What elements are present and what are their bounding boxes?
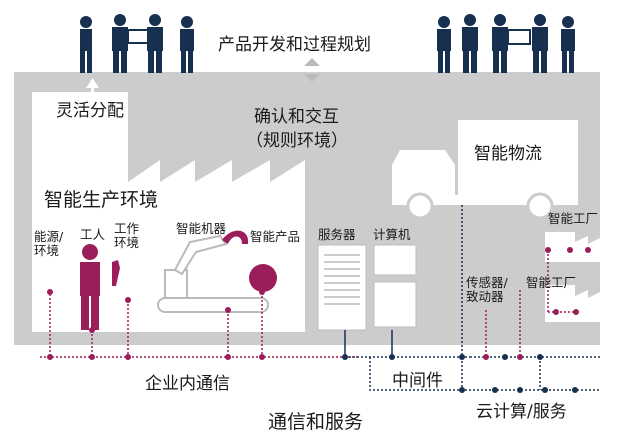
- label-comm-service: 通信和服务: [268, 411, 364, 433]
- worker-icon: [80, 244, 120, 330]
- label-rule-env: （规则环境）: [246, 131, 348, 151]
- server-rack-icon: [317, 244, 367, 331]
- label-sensor-actuator: 传感器/致动器: [466, 275, 508, 305]
- people-left-icon: [80, 14, 194, 73]
- server-rack-lines: [324, 254, 360, 305]
- factory-silhouette: [32, 92, 305, 332]
- label-computer: 计算机: [373, 227, 411, 242]
- label-energy-env: 能源/环境: [34, 229, 64, 259]
- label-work-env: 工作环境: [114, 221, 140, 251]
- enterprise-bus-nodes: [47, 289, 265, 360]
- label-smart-production-env: 智能生产环境: [44, 189, 159, 211]
- label-confirm-interact: 确认和交互: [254, 107, 339, 127]
- label-server: 服务器: [318, 227, 356, 242]
- label-worker: 工人: [80, 227, 106, 242]
- label-cloud-service: 云计算/服务: [476, 402, 567, 422]
- truck-icon: [392, 120, 578, 220]
- label-smart-machine: 智能机器: [176, 221, 227, 236]
- label-enterprise-comm: 企业内通信: [145, 374, 230, 394]
- label-smart-factory-top: 智能工厂: [548, 211, 599, 226]
- label-smart-logistics: 智能物流: [474, 144, 542, 164]
- label-middleware: 中间件: [392, 371, 443, 391]
- label-smart-factory-right: 智能工厂: [526, 275, 577, 290]
- navy-bus-nodes: [342, 354, 578, 393]
- title-product-dev: 产品开发和过程规划: [218, 35, 371, 55]
- flexible-arrow: [86, 78, 99, 150]
- people-right-icon: [437, 14, 575, 73]
- robot-arm-icon: [157, 234, 269, 313]
- navy-bus: [344, 205, 600, 391]
- robot-gripper-icon: [222, 230, 277, 292]
- computer-icon: [373, 244, 417, 328]
- label-smart-product: 智能产品: [250, 229, 301, 244]
- label-flexible-allocation: 灵活分配: [56, 101, 124, 121]
- sensor-lines: [485, 250, 576, 357]
- center-arrow: [304, 58, 320, 82]
